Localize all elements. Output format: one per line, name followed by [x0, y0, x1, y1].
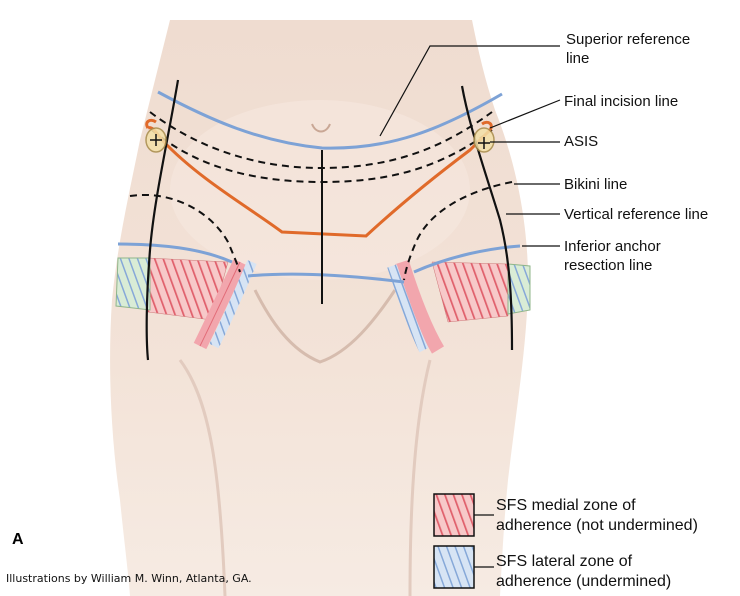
label-superior-reference-line2: line	[566, 49, 690, 68]
legend-swatch-medial	[434, 494, 474, 536]
label-vertical-reference: Vertical reference line	[564, 205, 708, 224]
lateral-zone-left	[116, 258, 150, 310]
legend-lateral-line2: adherence (undermined)	[496, 572, 671, 592]
label-superior-reference: Superior reference line	[566, 30, 690, 68]
asis-marker-left	[146, 128, 166, 152]
label-bikini: Bikini line	[564, 175, 627, 194]
label-superior-reference-line1: Superior reference	[566, 30, 690, 49]
legend-swatch-lateral	[434, 546, 474, 588]
legend-medial-line2: adherence (not undermined)	[496, 516, 698, 536]
legend-medial: SFS medial zone of adherence (not underm…	[496, 496, 698, 536]
belly-shading	[170, 100, 470, 280]
label-inferior-anchor: Inferior anchor resection line	[564, 237, 661, 275]
label-inferior-anchor-line2: resection line	[564, 256, 661, 275]
asis-marker-right	[474, 128, 494, 152]
illustration-credit: Illustrations by William M. Winn, Atlant…	[6, 572, 252, 585]
panel-letter: A	[12, 531, 24, 549]
legend-lateral-line1: SFS lateral zone of	[496, 552, 671, 572]
leader-final-incision	[490, 100, 560, 128]
legend-lateral: SFS lateral zone of adherence (undermine…	[496, 552, 671, 592]
label-final-incision: Final incision line	[564, 92, 678, 111]
label-asis: ASIS	[564, 132, 598, 151]
label-inferior-anchor-line1: Inferior anchor	[564, 237, 661, 256]
legend-medial-line1: SFS medial zone of	[496, 496, 698, 516]
